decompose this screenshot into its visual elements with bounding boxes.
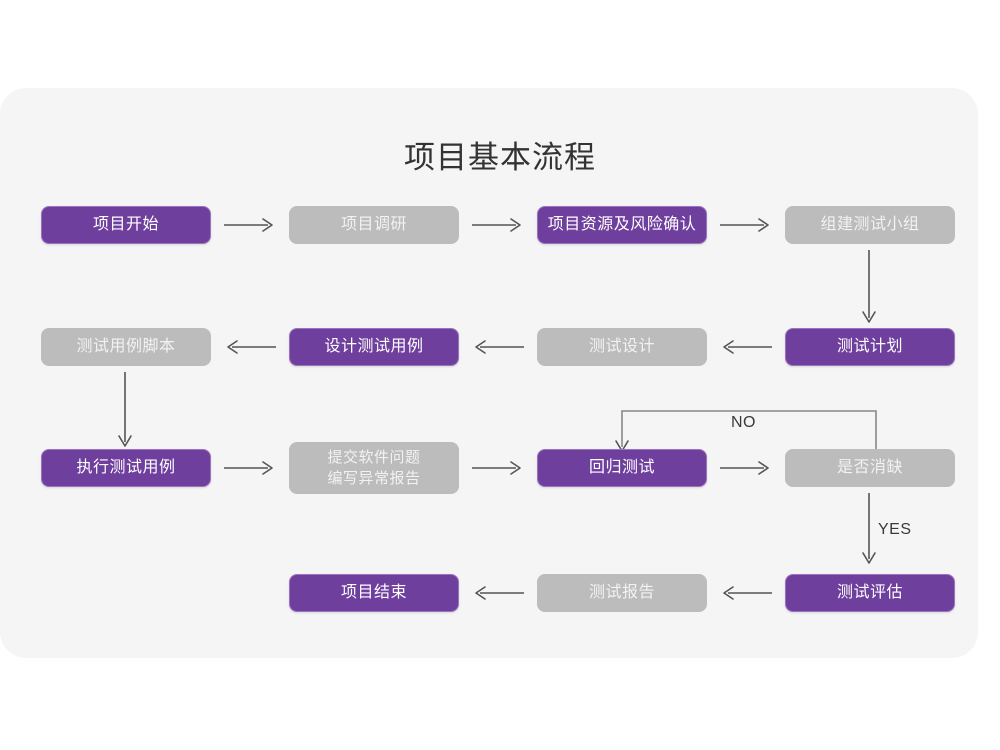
node-resource-risk-confirm[interactable]: 项目资源及风险确认	[537, 206, 707, 244]
arrow-submit-to-regression	[470, 459, 526, 477]
node-design-test-case[interactable]: 设计测试用例	[289, 328, 459, 366]
node-project-end[interactable]: 项目结束	[289, 574, 459, 612]
node-build-test-team[interactable]: 组建测试小组	[785, 206, 955, 244]
node-test-case-script[interactable]: 测试用例脚本	[41, 328, 211, 366]
arrow-yes-to-evaluation	[858, 491, 880, 571]
arrow-research-to-resource	[470, 216, 526, 234]
node-test-plan[interactable]: 测试计划	[785, 328, 955, 366]
arrow-design-to-script	[222, 338, 278, 356]
arrow-start-to-research	[222, 216, 278, 234]
edge-label-no: NO	[731, 414, 756, 431]
arrow-regression-to-defectcheck	[718, 459, 774, 477]
node-test-design[interactable]: 测试设计	[537, 328, 707, 366]
node-test-evaluation[interactable]: 测试评估	[785, 574, 955, 612]
edge-label-yes: YES	[878, 521, 912, 538]
node-regression-test[interactable]: 回归测试	[537, 449, 707, 487]
node-defect-cleared-decision[interactable]: 是否消缺	[785, 449, 955, 487]
flowchart-card	[0, 88, 978, 658]
node-project-start[interactable]: 项目开始	[41, 206, 211, 244]
arrow-report-to-end	[470, 584, 526, 602]
arrow-execute-to-submit	[222, 459, 278, 477]
page-title: 项目基本流程	[404, 140, 596, 175]
node-execute-test-case[interactable]: 执行测试用例	[41, 449, 211, 487]
arrow-plan-to-testdesign	[718, 338, 774, 356]
node-test-report[interactable]: 测试报告	[537, 574, 707, 612]
arrow-evaluation-to-report	[718, 584, 774, 602]
node-project-research[interactable]: 项目调研	[289, 206, 459, 244]
node-submit-issue-report[interactable]: 提交软件问题 编写异常报告	[289, 442, 459, 494]
arrow-team-to-plan	[858, 248, 880, 328]
arrow-resource-to-team	[718, 216, 774, 234]
arrow-testdesign-to-designcase	[470, 338, 526, 356]
arrow-script-to-execute	[114, 370, 136, 452]
